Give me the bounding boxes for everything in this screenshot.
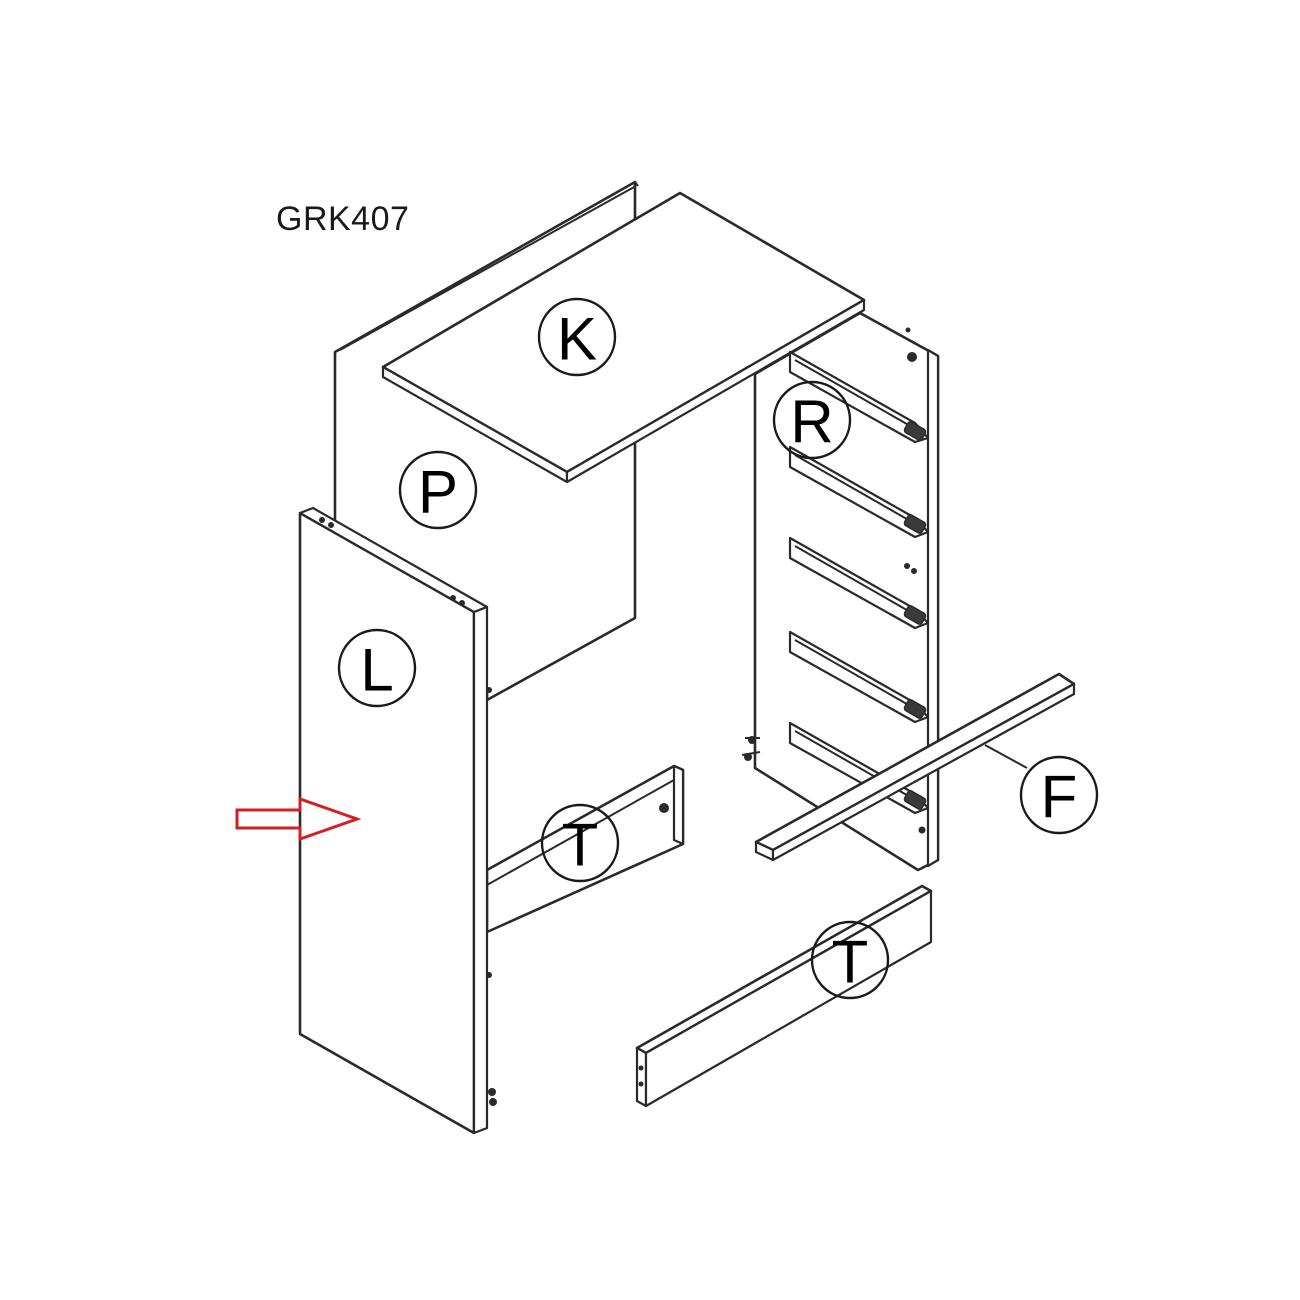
label-k: K bbox=[537, 297, 617, 377]
drawer-rail-4 bbox=[788, 630, 930, 724]
label-f: F bbox=[1019, 755, 1099, 835]
model-title: GRK407 bbox=[276, 200, 410, 238]
svg-text:L: L bbox=[360, 637, 393, 704]
drawer-rail-1 bbox=[788, 350, 930, 444]
label-l: L bbox=[337, 628, 417, 708]
drawer-rail-3 bbox=[788, 536, 930, 630]
svg-text:R: R bbox=[790, 389, 833, 456]
svg-text:P: P bbox=[418, 459, 458, 526]
svg-text:F: F bbox=[1041, 764, 1078, 831]
dowel-pins bbox=[741, 736, 761, 761]
label-t-upper: T bbox=[540, 803, 620, 883]
label-p: P bbox=[398, 450, 478, 530]
front-strip-f bbox=[754, 672, 1076, 862]
svg-text:T: T bbox=[832, 929, 869, 996]
drawer-rail-2 bbox=[788, 445, 930, 539]
label-r: R bbox=[772, 380, 852, 460]
top-panel-k bbox=[381, 191, 866, 484]
lower-rail-t bbox=[635, 884, 933, 1108]
label-t-lower: T bbox=[810, 920, 890, 1000]
svg-text:T: T bbox=[562, 812, 599, 879]
right-arrow-outline-icon bbox=[235, 796, 362, 842]
svg-text:K: K bbox=[557, 306, 597, 373]
left-panel-l bbox=[298, 506, 497, 1135]
